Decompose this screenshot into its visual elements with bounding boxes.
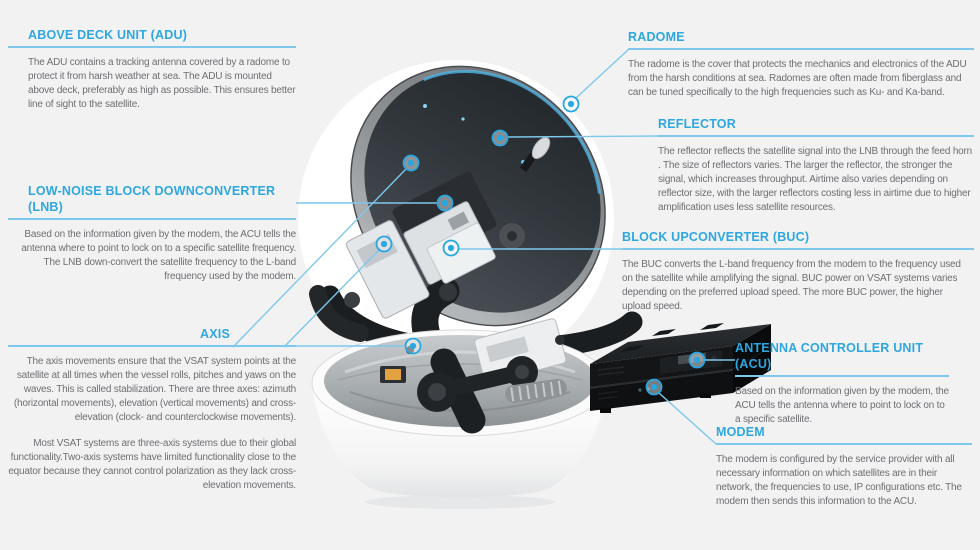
axis-underline (8, 345, 296, 347)
buc-title: BLOCK UPCONVERTER (BUC) (622, 230, 810, 244)
callout-line-axis-a (232, 168, 407, 348)
adu-title: ABOVE DECK UNIT (ADU) (28, 28, 188, 42)
section-buc: BLOCK UPCONVERTER (BUC) The BUC converts… (622, 229, 974, 314)
lnb-title: LOW-NOISE BLOCK DOWNCONVERTER (LNB) (28, 184, 276, 214)
feed-stub (519, 136, 551, 173)
callout-line-modem (658, 392, 717, 445)
radome-underline (628, 48, 974, 50)
radome-title: RADOME (628, 30, 685, 44)
section-reflector: REFLECTOR The reflector reflects the sat… (658, 116, 974, 215)
hotspot-marker-lnb[interactable] (436, 194, 454, 212)
sparkle-dot (423, 104, 427, 108)
hotspot-marker-axis-azimuth[interactable] (404, 337, 422, 355)
radome-body: The radome is the cover that protects th… (628, 59, 967, 98)
reflector-title: REFLECTOR (658, 117, 736, 131)
callout-line-radome (575, 48, 630, 99)
reflector-body: The reflector reflects the satellite sig… (658, 146, 973, 213)
bowl-equipment (380, 318, 567, 412)
hotspot-marker-reflector[interactable] (491, 129, 509, 147)
modem-title: MODEM (716, 425, 765, 439)
lnb-underline (8, 218, 296, 220)
reflector-underline (658, 135, 974, 137)
dish-blue-glow-arc (362, 69, 603, 315)
hotspot-marker-acu[interactable] (688, 351, 706, 369)
rack-right-face (733, 324, 771, 369)
callout-line-axis-b (283, 249, 380, 348)
hotspot-marker-modem[interactable] (645, 378, 663, 396)
lnb-body: Based on the information given by the mo… (21, 229, 296, 282)
acu-body: Based on the information given by the mo… (735, 386, 949, 425)
beacon-chip (385, 369, 401, 380)
equipment-cluster (345, 171, 497, 319)
buc-body: The BUC converts the L-band frequency fr… (622, 259, 961, 312)
section-axis: AXIS The axis movements ensure that the … (8, 326, 296, 493)
hotspot-marker-axis-cross[interactable] (375, 235, 393, 253)
axis-body-2: Most VSAT systems are three-axis systems… (8, 438, 296, 491)
axis-title: AXIS (200, 327, 230, 341)
hotspot-marker-buc[interactable] (442, 239, 460, 257)
hotspot-marker-axis-elevation[interactable] (402, 154, 420, 172)
section-adu: ABOVE DECK UNIT (ADU) The ADU contains a… (8, 27, 296, 112)
adu-body: The ADU contains a tracking antenna cove… (28, 57, 296, 110)
gear-cluster-hub (507, 231, 517, 241)
modem-body: The modem is configured by the service p… (716, 454, 962, 507)
axis-body-1: The axis movements ensure that the VSAT … (13, 356, 296, 423)
section-modem: MODEM The modem is configured by the ser… (716, 424, 972, 509)
hotspot-marker-radome[interactable] (562, 95, 580, 113)
acu-underline (735, 375, 949, 377)
callout-line-reflector (507, 135, 659, 138)
adu-underline (8, 46, 296, 48)
section-acu: ANTENNA CONTROLLER UNIT (ACU) Based on t… (735, 340, 949, 427)
section-radome: RADOME The radome is the cover that prot… (628, 29, 974, 100)
modem-underline (716, 443, 972, 445)
sparkle-dot (461, 117, 465, 121)
acu-title: ANTENNA CONTROLLER UNIT (ACU) (735, 341, 924, 371)
section-lnb: LOW-NOISE BLOCK DOWNCONVERTER (LNB) Base… (8, 183, 296, 284)
buc-underline (622, 248, 974, 250)
